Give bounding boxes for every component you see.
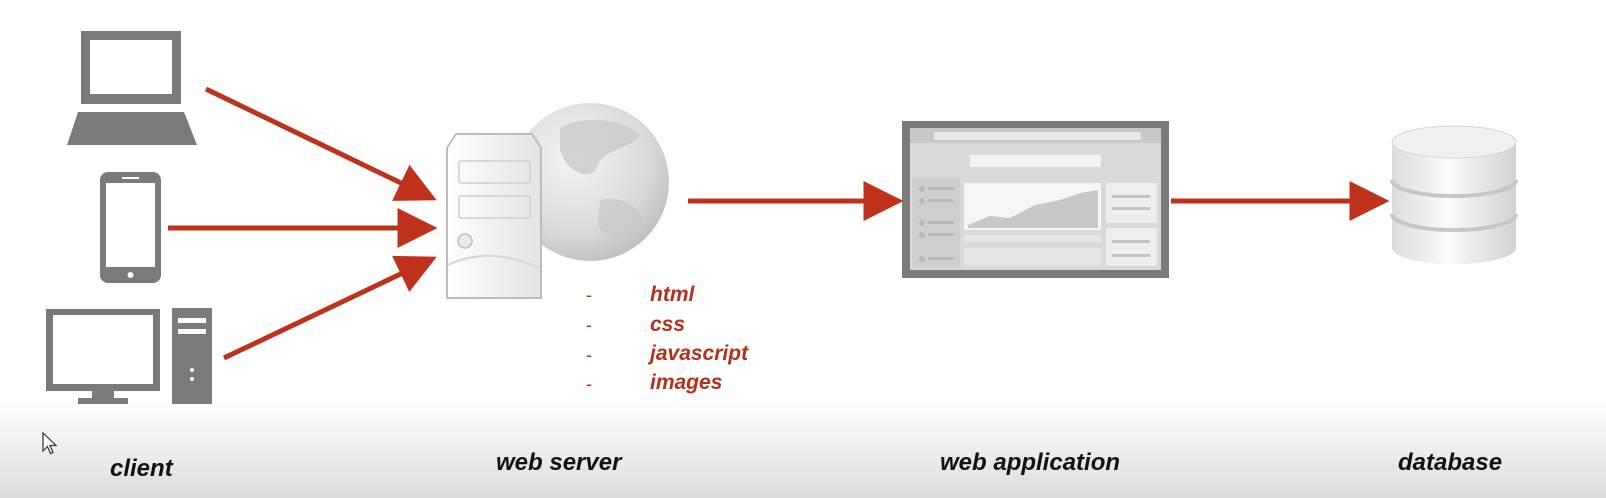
phone-icon (100, 172, 161, 283)
mouse-cursor-icon (42, 432, 58, 455)
resource-images: images (650, 371, 723, 394)
database-label: database (1398, 449, 1503, 476)
web-server-icon (446, 133, 542, 299)
list-bullet: - (586, 374, 592, 394)
resource-css: css (650, 313, 686, 336)
web-application-icon (902, 121, 1169, 278)
database-icon (1390, 125, 1518, 264)
arrow-laptop-to-server (204, 86, 437, 201)
list-bullet: - (586, 345, 592, 365)
list-bullet: - (586, 315, 592, 335)
arrow-desktop-to-server (222, 255, 437, 361)
resource-javascript: javascript (650, 342, 749, 365)
laptop-icon (67, 31, 197, 145)
globe-icon (511, 103, 669, 261)
resource-html: html (650, 283, 695, 306)
client-label: client (110, 455, 173, 482)
desktop-computer-icon (46, 308, 212, 404)
web-application-label: web application (940, 449, 1121, 476)
connection-arrows (168, 86, 1390, 361)
web-server-label: web server (496, 449, 622, 476)
list-bullet: - (586, 285, 592, 305)
